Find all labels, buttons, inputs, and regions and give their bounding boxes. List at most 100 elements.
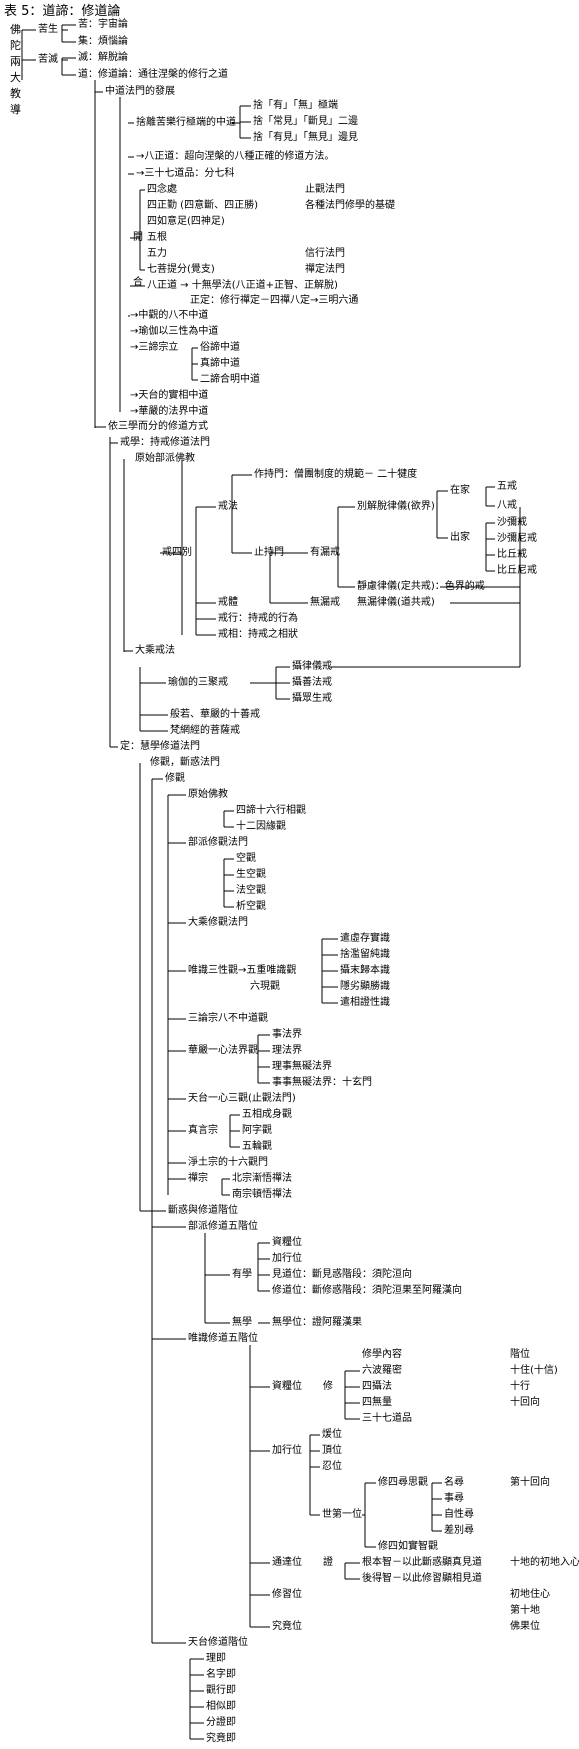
- node-label: 戒行：持戒的行為: [218, 613, 298, 624]
- node-label: 大乘戒法: [135, 645, 175, 656]
- node-label: 梵網經的菩薩戒: [170, 725, 240, 736]
- list-item: 名字即: [206, 1669, 236, 1680]
- node-label: →三諦宗立: [130, 342, 179, 353]
- list-item: 六波羅密: [362, 1365, 402, 1376]
- list-item: 五力: [147, 248, 167, 259]
- node-label: 有漏戒: [310, 547, 340, 558]
- list-item: 攝善法戒: [292, 677, 332, 688]
- node-label: 真言宗: [188, 1125, 218, 1136]
- list-item: 攝眾生戒: [292, 693, 332, 704]
- annotation: 止觀法門: [305, 184, 345, 195]
- node-label: 苦：宇宙論: [78, 19, 128, 30]
- node-label: 滅：解脫論: [78, 52, 128, 63]
- node-label: 唯識修道五階位: [188, 1333, 258, 1344]
- node-label: 天台一心三觀(止觀法門): [188, 1093, 296, 1104]
- branch-label: 無學: [232, 1317, 252, 1328]
- node-label: 究竟位: [272, 1621, 302, 1632]
- branch-label: 苦生: [38, 24, 58, 35]
- annotation: 第十回向: [510, 1477, 550, 1488]
- node-label: 無漏律儀(道共戒): [357, 597, 435, 608]
- node-label: 般若、華嚴的十善戒: [170, 709, 260, 720]
- list-item: 資糧位: [272, 1237, 302, 1248]
- list-item: 五根: [147, 232, 167, 243]
- list-item: 沙彌戒: [497, 517, 527, 528]
- node-label: →中觀的八不中道: [130, 310, 209, 321]
- annotation: 禪定法門: [305, 264, 345, 275]
- annotation: 信行法門: [305, 248, 345, 259]
- node-label: 資糧位: [272, 1381, 302, 1392]
- branch-label: 合: [133, 277, 143, 288]
- node-label: 六現觀: [250, 981, 280, 992]
- list-item: 四無量: [362, 1397, 392, 1408]
- list-item: 事事無礙法界：十玄門: [272, 1077, 372, 1088]
- list-item: 煖位: [322, 1429, 342, 1440]
- list-item: 自性尋: [444, 1509, 474, 1520]
- list-item: 頂位: [322, 1445, 342, 1456]
- side-char: 導: [10, 103, 21, 116]
- node-label: 別解脫律儀(欲界): [357, 501, 435, 512]
- list-item: 比丘尼戒: [497, 565, 537, 576]
- list-item: 五相成身觀: [242, 1109, 292, 1120]
- list-item: 遣虛存實識: [340, 933, 390, 944]
- node-label: 戒相：持戒之相狀: [218, 629, 298, 640]
- node-label: 作持門：僧團制度的規範－ 二十犍度: [254, 469, 418, 480]
- list-item: 四念處: [147, 184, 177, 195]
- list-item: 分證即: [206, 1717, 236, 1728]
- list-item: 真諦中道: [200, 358, 240, 369]
- list-item: 比丘戒: [497, 549, 527, 560]
- node-label: 華嚴一心法界觀: [188, 1045, 258, 1056]
- node-label: 大乘修觀法門: [188, 917, 248, 928]
- node-label: →三十七道品：分七科: [136, 168, 235, 179]
- list-item: 後得智－以此修習顯相見道: [362, 1573, 482, 1584]
- list-item: 理事無礙法界: [272, 1061, 332, 1072]
- list-item: 隱劣顯勝識: [340, 981, 390, 992]
- list-item: 根本智－以此斷惑顯真見道: [362, 1557, 482, 1568]
- list-item: 八戒: [497, 500, 517, 511]
- node-label: 淨土宗的十六觀門: [188, 1157, 268, 1168]
- node-label: 集：煩惱論: [78, 36, 128, 47]
- node-label: →八正道：超向涅槃的八種正確的修道方法。: [136, 151, 335, 162]
- list-item: 七菩提分(覺支): [147, 264, 215, 275]
- branch-label: 修: [323, 1381, 333, 1392]
- list-item: 四如意足(四神足): [147, 216, 225, 227]
- list-item: 差別尋: [444, 1525, 474, 1536]
- list-item: 加行位: [272, 1253, 302, 1264]
- side-char: 教: [10, 87, 21, 100]
- page-title: 表 5：道諦：修道論: [4, 4, 121, 19]
- branch-label: 證: [323, 1557, 333, 1568]
- node-label: 修觀: [165, 773, 185, 784]
- section-header: 斷惑與修道階位: [168, 1205, 238, 1216]
- list-item: 名尋: [444, 1477, 464, 1488]
- list-item: 生空觀: [236, 869, 266, 880]
- list-item: 理即: [206, 1653, 226, 1664]
- node-label: 靜慮律儀(定共戒)：色界的戒: [357, 581, 485, 592]
- side-char: 佛: [10, 23, 21, 36]
- annotation: 十住(十信): [510, 1365, 558, 1376]
- list-item: 四正勤 (四意斷、四正勝): [147, 200, 258, 211]
- list-item: 相似即: [206, 1701, 236, 1712]
- list-item: 遣相證性識: [340, 997, 390, 1008]
- list-item: 事法界: [272, 1029, 302, 1040]
- list-item: 五戒: [497, 481, 517, 492]
- list-item: 三十七道品: [362, 1413, 412, 1424]
- node-label: 天台修道階位: [188, 1637, 248, 1648]
- column-header: 修學內容: [362, 1349, 402, 1360]
- node-label: 止持門: [254, 547, 284, 558]
- side-char: 陀: [10, 39, 21, 52]
- node-label: 三論宗八不中道觀: [188, 1013, 268, 1024]
- node-label: 加行位: [272, 1445, 302, 1456]
- node-label: 部派修道五階位: [188, 1221, 258, 1232]
- node-label: 捨離苦樂行極端的中道: [136, 117, 236, 128]
- node-label: 瑜伽的三聚戒: [168, 677, 228, 688]
- node-label: 戒學：持戒修道法門: [120, 437, 210, 448]
- list-item: 俗諦中道: [200, 342, 240, 353]
- node-label: 戒體: [218, 597, 238, 608]
- list-item: 事尋: [444, 1493, 464, 1504]
- node-label: 部派修觀法門: [188, 837, 248, 848]
- list-item: 沙彌尼戒: [497, 533, 537, 544]
- node-label: 出家: [450, 532, 470, 543]
- branch-label: 開: [133, 232, 143, 243]
- node-label: 八正道 → 十無學法(八正道+正智、正解脫): [147, 280, 338, 291]
- node-label: 在家: [450, 485, 470, 496]
